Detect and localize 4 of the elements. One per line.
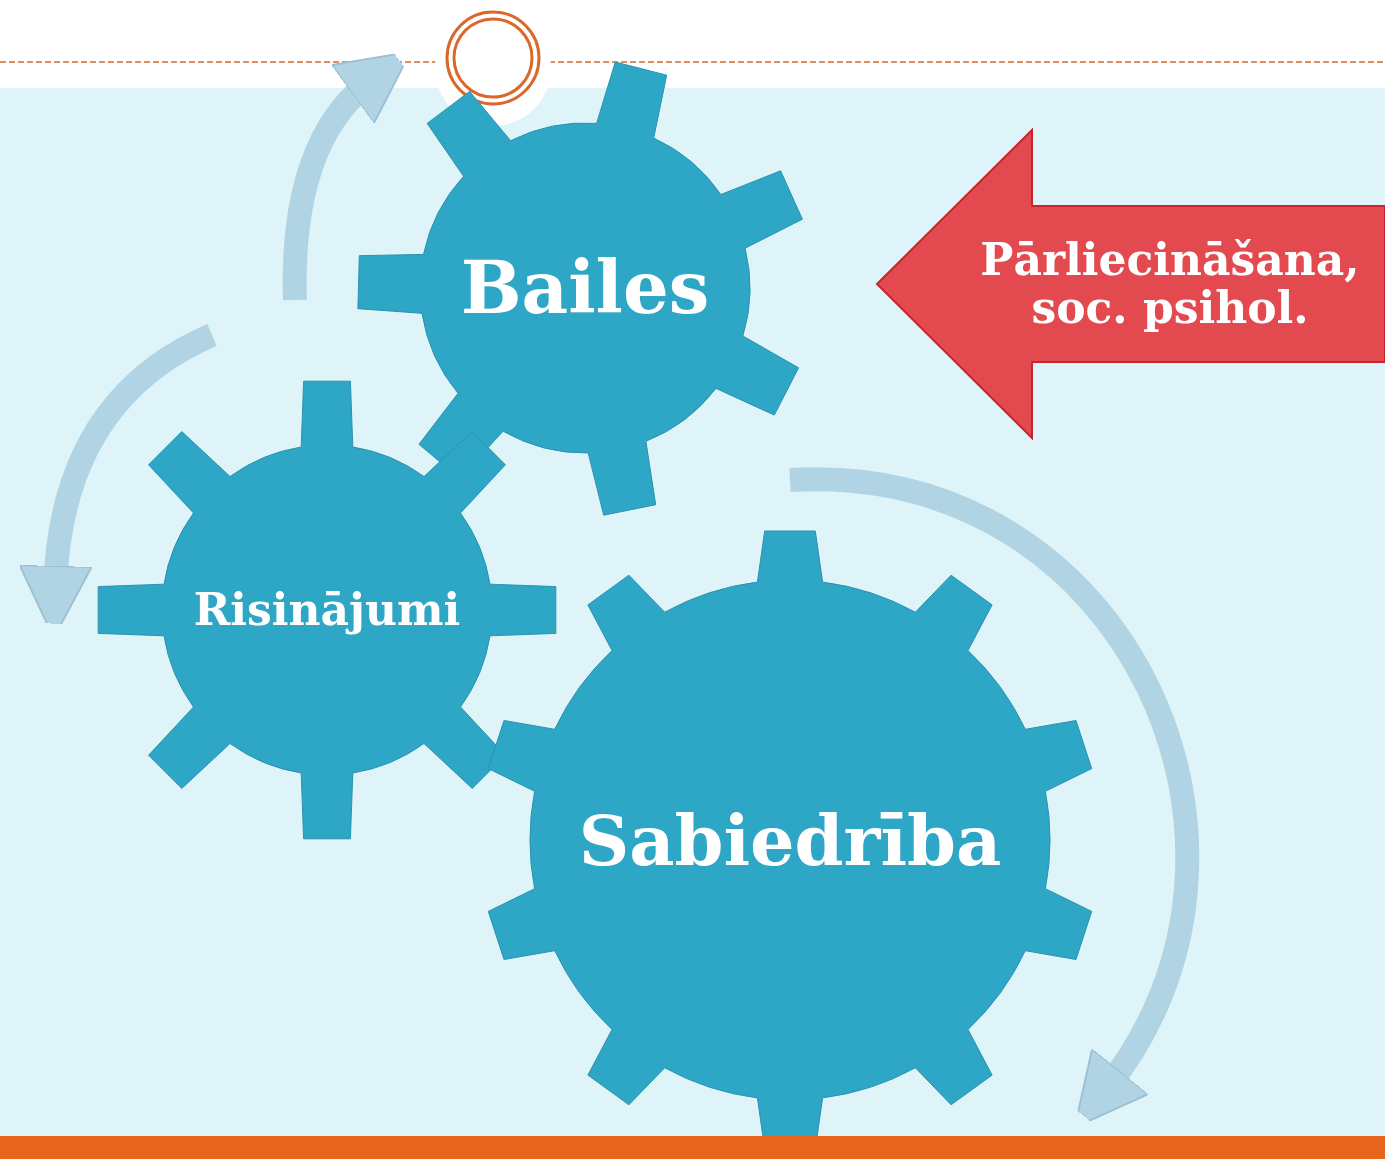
node-label: Bailes: [459, 248, 711, 328]
node-label: Sabiedrība: [577, 801, 1003, 879]
node-label: Risinājumi: [192, 585, 462, 635]
node-label: Pārliecināšana, soc. psihol.: [979, 235, 1361, 333]
